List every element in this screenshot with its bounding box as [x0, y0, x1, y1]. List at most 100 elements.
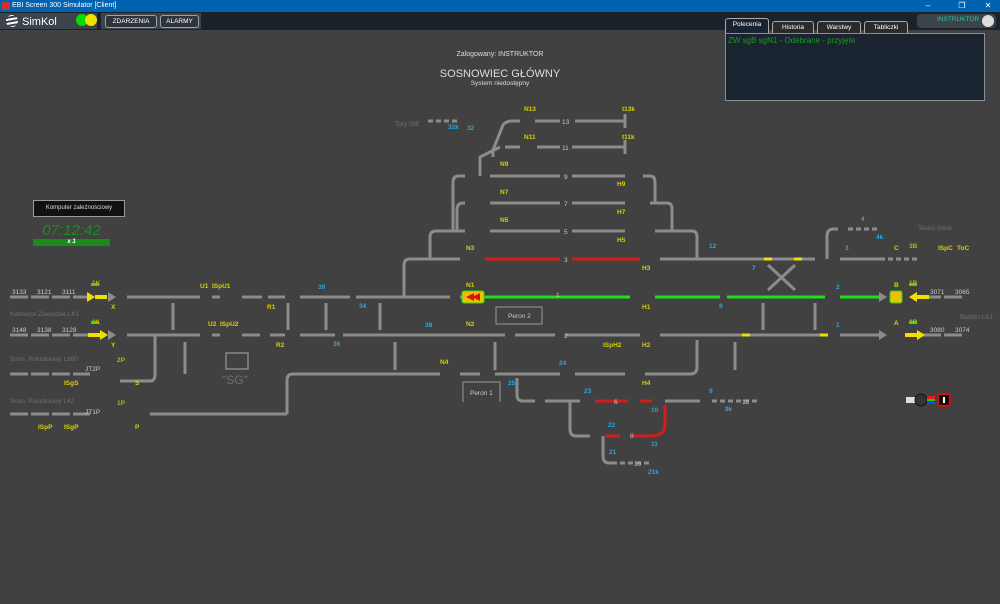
point-36: 36	[333, 341, 341, 348]
signal-label-h4: H4	[642, 380, 651, 387]
signal-label-p: P	[135, 424, 140, 431]
track-9[interactable]	[451, 174, 657, 231]
platform-1-label: Peron 1	[470, 390, 493, 397]
point-32: 32	[467, 125, 475, 132]
block-3133: 3133	[12, 289, 27, 296]
legend-white-icon	[906, 397, 915, 403]
signal-label-1p: 1P	[117, 400, 126, 407]
command-line: ZW sgB sgN1 - Odebrane - przyjęte	[728, 36, 856, 45]
layer-legend[interactable]	[906, 393, 956, 412]
window-titlebar: EBI Screen 300 Simulator [Client] – ❐ ✕	[0, 0, 1000, 12]
track-13[interactable]	[491, 119, 625, 157]
logged-in-label: Zalogowany: INSTRUKTOR	[456, 51, 544, 58]
track-label-5: 5	[564, 229, 568, 236]
track-label-8: 8	[630, 433, 634, 440]
legend-refresh-icon	[914, 393, 928, 407]
platform-2-label: Peron 2	[508, 313, 531, 320]
close-button[interactable]: ✕	[984, 1, 992, 10]
user-box[interactable]: INSTRUKTOR	[917, 14, 996, 28]
platform-1	[462, 381, 501, 402]
tab-historia[interactable]: Historia	[772, 21, 814, 33]
signal-label-s: S	[135, 380, 140, 387]
track-label-11: 11	[562, 145, 569, 152]
signal-label-u1: U1	[200, 283, 209, 290]
indicator-2k	[91, 321, 99, 324]
signal-label-1k: 1K	[92, 280, 101, 287]
point-11: 11	[651, 441, 658, 448]
sg-icon[interactable]	[225, 352, 249, 370]
signal-1b[interactable]	[909, 292, 929, 302]
signal-label-ispc: ISpC	[938, 245, 953, 252]
point-23: 23	[584, 388, 592, 395]
point-25: 25	[508, 380, 516, 387]
interlocking-button[interactable]: Komputer zależnościowy	[33, 200, 125, 217]
signal-label-n2: N2	[466, 321, 475, 328]
signal-label-n9: N9	[500, 161, 509, 168]
track-8-curve[interactable]	[568, 401, 590, 438]
point-34: 34	[359, 303, 367, 310]
point-10: 10	[651, 407, 659, 414]
signal-label-r2: R2	[276, 342, 285, 349]
sim-speed[interactable]: x 1	[33, 239, 110, 246]
signal-label-isgp: ISgP	[64, 424, 79, 431]
point-9k: 9k	[725, 406, 733, 413]
point-2: 2	[836, 284, 840, 291]
toolbar-button-group: ZDARZENIA ALARMY	[101, 13, 201, 29]
system-status: System niedostępny	[470, 80, 530, 87]
signal-label-h1: H1	[642, 304, 651, 311]
signal-heads-gray[interactable]	[108, 292, 887, 340]
user-name: INSTRUKTOR	[937, 16, 980, 23]
alarms-button[interactable]: ALARMY	[160, 15, 199, 28]
signal-n1-icon	[466, 293, 480, 301]
track-poludniowy[interactable]	[10, 372, 90, 416]
point-9: 9	[709, 388, 713, 395]
point-8: 8	[719, 303, 723, 310]
block-3138: 3138	[37, 327, 52, 334]
track-11[interactable]	[478, 145, 625, 176]
track-curve-36[interactable]	[402, 257, 460, 297]
avatar-icon	[982, 15, 994, 27]
signal-label-y: Y	[111, 342, 116, 349]
track-wk2[interactable]	[825, 227, 838, 259]
block-3128: 3128	[62, 327, 77, 334]
tab-tabliczki[interactable]: Tabliczki	[864, 21, 908, 33]
restore-button[interactable]: ❐	[958, 1, 966, 10]
signal-label-isgs: ISgS	[64, 380, 79, 387]
point-24: 24	[559, 360, 567, 367]
legend-rgb-icon	[927, 401, 935, 404]
track-label-1: 1	[556, 292, 560, 299]
events-button[interactable]: ZDARZENIA	[105, 15, 157, 28]
point-3: 3	[845, 245, 849, 252]
direction-tesko: Tesko Steel	[918, 225, 952, 232]
signal-2k[interactable]	[88, 330, 108, 340]
track-6[interactable]	[515, 378, 700, 403]
signal-label-n3: N3	[466, 245, 475, 252]
signal-label-n1: N1	[466, 282, 475, 289]
signal-2b[interactable]	[905, 330, 925, 340]
point-12: 12	[709, 243, 717, 250]
signal-b[interactable]	[889, 290, 903, 304]
signal-label-2b: 2B	[909, 319, 918, 326]
track-7[interactable]	[455, 201, 674, 231]
point-connectors[interactable]	[171, 303, 817, 374]
sim-clock: 07:12:42	[42, 222, 101, 239]
signal-1k[interactable]	[87, 292, 107, 302]
tab-polecenia[interactable]: Polecenia	[725, 18, 769, 33]
track-label-10: 10	[634, 461, 642, 468]
commands-panel: ZW sgB sgN1 - Odebrane - przyjęte	[725, 33, 985, 101]
block-3080: 3080	[930, 327, 945, 334]
minimize-button[interactable]: –	[925, 1, 931, 10]
point-38: 38	[425, 322, 433, 329]
block-track-lk1-b[interactable]	[923, 295, 965, 337]
track-label-6: 6	[614, 399, 618, 406]
point-4: 4	[861, 216, 865, 223]
crossover-sk1[interactable]	[766, 263, 797, 292]
track-10-curve[interactable]	[601, 436, 612, 465]
track-curve-51ab[interactable]	[120, 335, 157, 383]
tab-warstwy[interactable]: Warstwy	[817, 21, 861, 33]
track-row4[interactable]	[285, 340, 699, 414]
track-label-13: 13	[562, 119, 570, 126]
signal-label-n5: N5	[500, 217, 509, 224]
station-name: SOSNOWIEC GŁÓWNY	[439, 68, 561, 80]
track-5[interactable]	[428, 229, 699, 259]
